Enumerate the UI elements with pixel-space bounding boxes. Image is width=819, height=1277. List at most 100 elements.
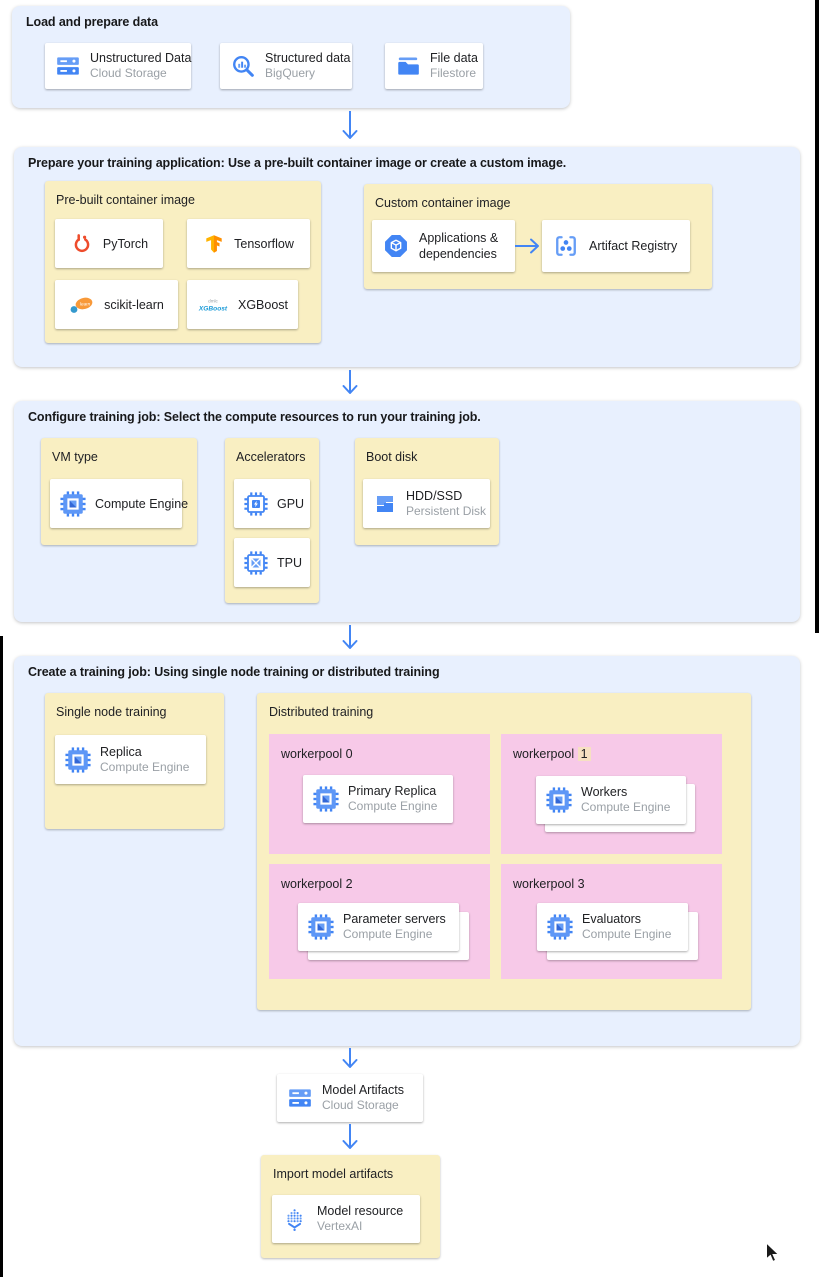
- package-icon: [382, 232, 410, 260]
- panel-custom-label: Custom container image: [375, 196, 511, 210]
- svg-text:learn: learn: [80, 301, 91, 306]
- gpu-icon: [244, 491, 268, 516]
- compute-engine-icon: [60, 490, 86, 517]
- card-file-data: File data Filestore: [385, 43, 483, 89]
- card-title: Model resource: [317, 1204, 404, 1219]
- card-title: Artifact Registry: [589, 239, 678, 253]
- flow-arrow-down: [342, 625, 358, 649]
- card-subtitle: Cloud Storage: [90, 66, 167, 81]
- panel-single-node-label: Single node training: [56, 705, 167, 719]
- workerpool-3-label: workerpool 3: [513, 877, 585, 891]
- card-subtitle: Compute Engine: [582, 927, 672, 942]
- flow-arrow-down: [342, 370, 358, 394]
- card-title: Primary Replica: [348, 784, 437, 799]
- card-subtitle: VertexAI: [317, 1219, 363, 1234]
- section-create-title: Create a training job: Using single node…: [28, 665, 440, 679]
- compute-engine-icon: [65, 746, 91, 773]
- pytorch-icon: [70, 232, 94, 256]
- compute-engine-icon: [313, 786, 339, 812]
- workerpool-1: workerpool 1: [501, 734, 722, 854]
- panel-import-label: Import model artifacts: [273, 1167, 394, 1181]
- section-load-title: Load and prepare data: [26, 15, 158, 29]
- compute-engine-icon: [308, 914, 334, 940]
- card-title: File data: [430, 51, 478, 66]
- card-subtitle: Filestore: [430, 66, 477, 81]
- card-subtitle: Compute Engine: [348, 799, 438, 814]
- card-title: Model Artifacts: [322, 1083, 404, 1098]
- workerpool-3: workerpool 3: [501, 864, 722, 979]
- panel-import-model: Import model artifacts: [261, 1155, 440, 1258]
- card-replica: Replica Compute Engine: [55, 735, 206, 784]
- compute-engine-icon: [546, 787, 572, 813]
- card-subtitle: Compute Engine: [343, 927, 433, 942]
- screenshot-edge-bar-right: [815, 0, 819, 633]
- card-subtitle: Compute Engine: [581, 800, 671, 815]
- card-artifact-registry: Artifact Registry: [542, 220, 690, 272]
- cloud-storage-icon: [287, 1085, 313, 1111]
- panel-accelerators: Accelerators GPU: [225, 438, 319, 603]
- workerpool-0-label: workerpool 0: [281, 747, 353, 761]
- panel-custom-container: Custom container image Applications & de…: [364, 184, 712, 289]
- card-parameter-servers: Parameter servers Compute Engine: [298, 903, 459, 951]
- card-tensorflow: Tensorflow: [187, 219, 310, 268]
- card-title: GPU: [277, 496, 305, 511]
- flow-arrow-right: [515, 238, 539, 254]
- card-primary-replica: Primary Replica Compute Engine: [303, 775, 453, 823]
- card-pytorch: PyTorch: [55, 219, 163, 268]
- card-hdd-ssd: HDD/SSD Persistent Disk: [363, 479, 490, 528]
- workerpool-2: workerpool 2: [269, 864, 490, 979]
- panel-single-node: Single node training: [45, 693, 224, 829]
- panel-vm-type: VM type: [41, 438, 197, 545]
- card-label: PyTorch: [102, 236, 149, 251]
- card-model-resource: Model resource VertexAI: [272, 1195, 420, 1243]
- card-title: Workers: [581, 785, 628, 800]
- card-title: Compute Engine: [95, 496, 189, 511]
- card-label: scikit-learn: [104, 297, 164, 312]
- card-applications-dependencies: Applications & dependencies: [372, 220, 515, 272]
- card-structured-data: Structured data BigQuery: [220, 43, 352, 89]
- panel-boot-label: Boot disk: [366, 450, 418, 464]
- card-title: Structured data: [265, 51, 351, 66]
- card-subtitle: Compute Engine: [100, 759, 190, 774]
- svg-text:dmlc: dmlc: [208, 298, 218, 303]
- card-tpu: TPU: [234, 538, 310, 587]
- card-title: Replica: [100, 744, 142, 759]
- cloud-storage-icon: [55, 53, 81, 79]
- panel-boot-disk: Boot disk HDD/SSD Persistent Disk: [355, 438, 499, 545]
- card-label: XGBoost: [237, 297, 289, 312]
- card-title: Parameter servers: [343, 912, 446, 927]
- card-xgboost: dmlc XGBoost XGBoost: [187, 280, 298, 329]
- card-title: TPU: [277, 555, 302, 570]
- section-configure-job: Configure training job: Select the compu…: [14, 401, 800, 622]
- card-subtitle: Cloud Storage: [322, 1098, 399, 1113]
- card-label: Tensorflow: [234, 236, 294, 251]
- scikit-learn-icon: learn: [69, 294, 95, 316]
- persistent-disk-icon: [373, 492, 397, 516]
- panel-distributed: Distributed training workerpool 0: [257, 693, 751, 1010]
- card-subtitle: BigQuery: [265, 66, 316, 81]
- workerpool-0: workerpool 0: [269, 734, 490, 854]
- flow-arrow-down: [342, 1048, 358, 1068]
- svg-text:XGBoost: XGBoost: [198, 305, 228, 312]
- section-prepare-application: Prepare your training application: Use a…: [14, 147, 800, 367]
- workerpool-2-label: workerpool 2: [281, 877, 353, 891]
- artifact-registry-icon: [552, 232, 580, 260]
- flow-arrow-down: [342, 1124, 358, 1149]
- flow-arrow-down: [342, 111, 358, 139]
- panel-accelerators-label: Accelerators: [236, 450, 306, 464]
- card-subtitle: Persistent Disk: [406, 503, 487, 518]
- mouse-cursor: [766, 1242, 780, 1263]
- panel-vm-label: VM type: [52, 450, 98, 464]
- bigquery-icon: [230, 53, 256, 79]
- section-configure-title: Configure training job: Select the compu…: [28, 410, 481, 424]
- card-gpu: GPU: [234, 479, 310, 528]
- card-unstructured-data: Unstructured Data Cloud Storage: [45, 43, 191, 89]
- panel-distributed-label: Distributed training: [269, 705, 374, 719]
- section-create-job: Create a training job: Using single node…: [14, 656, 800, 1046]
- tensorflow-icon: [203, 233, 225, 255]
- section-prepare-title: Prepare your training application: Use a…: [28, 156, 567, 170]
- card-title: Unstructured Data: [90, 51, 192, 66]
- card-evaluators: Evaluators Compute Engine: [537, 903, 688, 951]
- card-scikit-learn: learn scikit-learn: [55, 280, 178, 329]
